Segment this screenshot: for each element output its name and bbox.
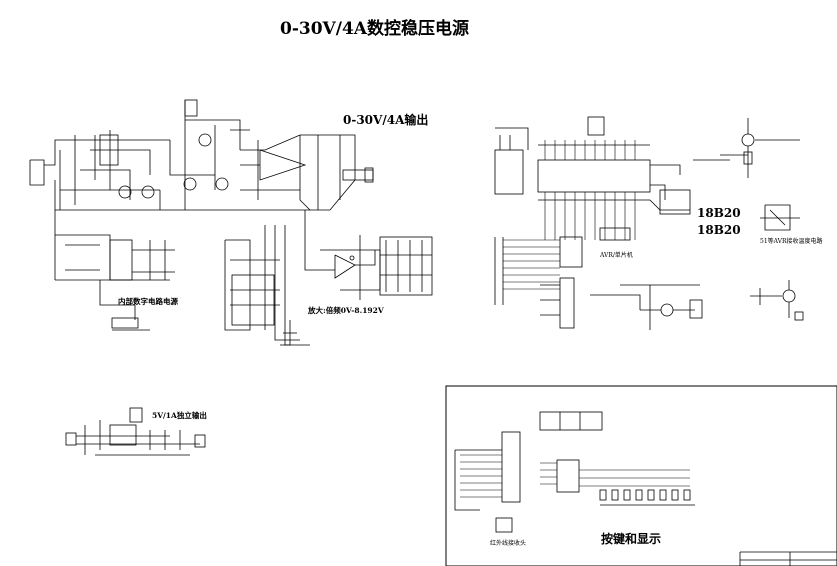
ds18b20-label-2: 18B20 (697, 223, 741, 237)
ir-receiver-label: 红外线接收头 (490, 540, 527, 547)
internal-power-label: 内部数字电路电源 (118, 297, 178, 306)
meter-chip-block (379, 236, 433, 296)
diagram-title: 0-30V/4A数控稳压电源 (280, 19, 469, 39)
keys-display-label: 按键和显示 (601, 532, 662, 546)
bus-connector-block (494, 236, 703, 330)
temp-circuit-label: 51等AVR接收温度电路 (760, 238, 823, 245)
aux-output-block (65, 407, 206, 456)
amp-note-label: 放大:倍频0V-8.192V (308, 306, 384, 315)
ds18b20-label-1: 18B20 (697, 206, 741, 220)
avr-mcu-label: AVR/单片机 (600, 252, 633, 259)
internal-power-block (54, 210, 175, 331)
aux-output-label: 5V/1A独立输出 (152, 411, 207, 420)
dac-opamp-block (224, 210, 381, 346)
buzzer-block (750, 280, 804, 321)
keys-display-block (445, 385, 837, 566)
power-stage-block (29, 99, 374, 211)
temp-sense-block (720, 118, 800, 231)
output-label: 0-30V/4A输出 (343, 113, 429, 127)
avr-mcu-block (494, 116, 730, 241)
